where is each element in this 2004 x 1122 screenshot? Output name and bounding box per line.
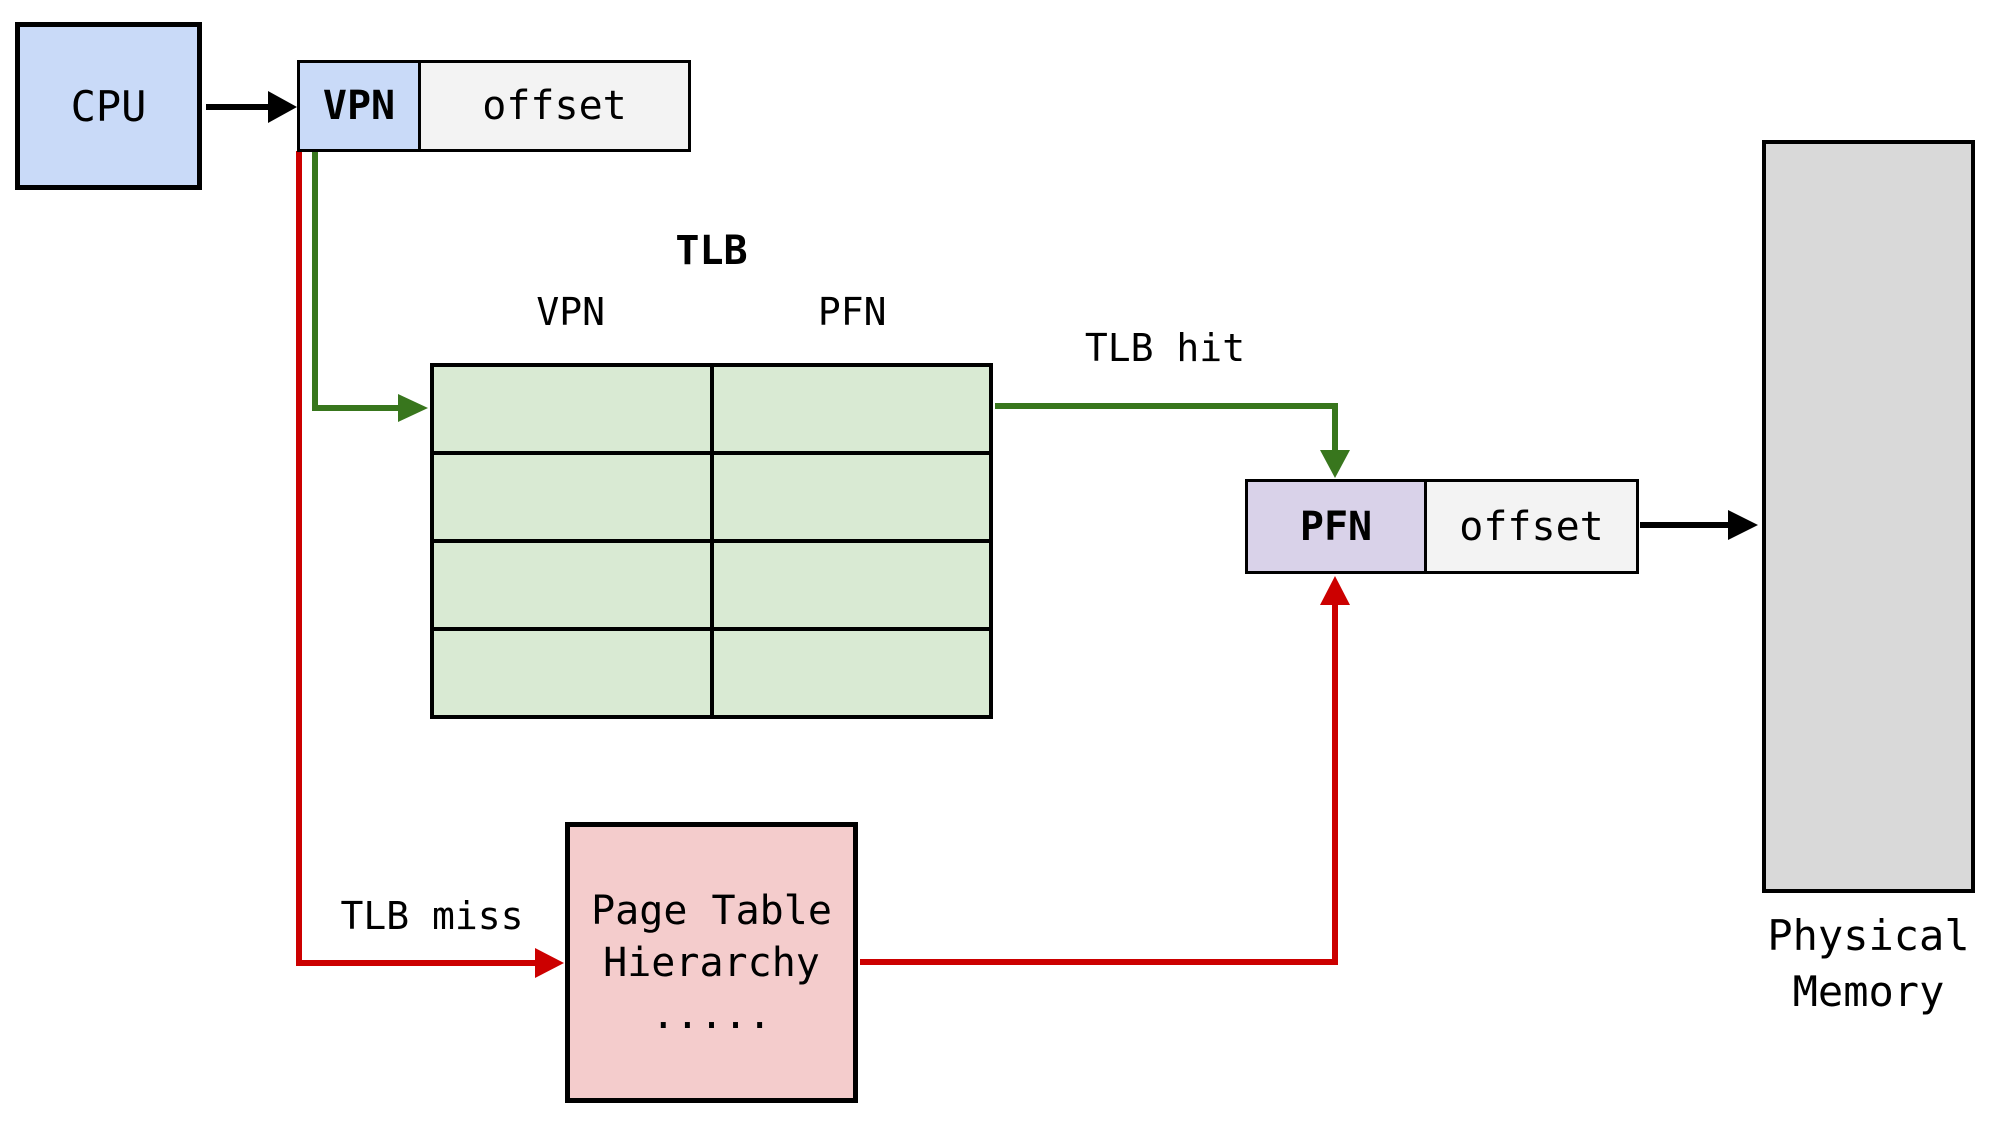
tlb-pfn-column-header: PFN bbox=[817, 290, 887, 334]
physical-address-offset-field: offset bbox=[1427, 482, 1636, 571]
physical-memory-label: Physical Memory bbox=[1682, 908, 2004, 1020]
physical-memory-label-line2: Memory bbox=[1792, 967, 1945, 1016]
physical-memory-box bbox=[1762, 140, 1975, 893]
tlb-hit-label: TLB hit bbox=[1084, 326, 1246, 370]
pfn-label: PFN bbox=[1299, 503, 1373, 550]
cpu-label: CPU bbox=[70, 81, 147, 131]
physical-offset-label: offset bbox=[1459, 503, 1604, 550]
tlb-cell-r1-c2 bbox=[713, 367, 989, 451]
virtual-address-box: VPN offset bbox=[297, 60, 691, 152]
tlb-cell-r1-c1 bbox=[434, 367, 710, 451]
tlb-table bbox=[430, 363, 993, 719]
cpu-box: CPU bbox=[15, 22, 202, 190]
page-table-hierarchy-box: Page Table Hierarchy ..... bbox=[565, 822, 858, 1103]
virtual-address-offset-field: offset bbox=[421, 63, 688, 149]
tlb-cell-r3-c2 bbox=[713, 543, 989, 627]
physical-address-box: PFN offset bbox=[1245, 479, 1639, 574]
page-table-label-dots: ..... bbox=[651, 991, 772, 1038]
offset-label: offset bbox=[482, 83, 627, 129]
tlb-title: TLB bbox=[675, 228, 748, 274]
physical-memory-label-line1: Physical bbox=[1767, 911, 1970, 960]
cpu-to-virtual-address-arrow bbox=[206, 91, 297, 123]
tlb-cell-r4-c2 bbox=[713, 631, 989, 715]
tlb-hit-arrow bbox=[995, 403, 1350, 478]
tlb-vpn-column-header: VPN bbox=[536, 290, 606, 334]
tlb-cell-r4-c1 bbox=[434, 631, 710, 715]
tlb-cell-r2-c1 bbox=[434, 455, 710, 539]
physical-address-pfn-field: PFN bbox=[1248, 482, 1427, 571]
page-table-label-line1: Page Table bbox=[591, 887, 832, 934]
tlb-cell-r3-c1 bbox=[434, 543, 710, 627]
tlb-cell-r2-c2 bbox=[713, 455, 989, 539]
tlb-column-headers: VPN PFN bbox=[430, 290, 993, 334]
page-table-label-line2: Hierarchy bbox=[603, 939, 820, 986]
virtual-address-vpn-field: VPN bbox=[300, 63, 421, 149]
vpn-to-tlb-arrow bbox=[312, 151, 428, 422]
physical-address-to-memory-arrow bbox=[1640, 510, 1758, 540]
tlb-miss-label: TLB miss bbox=[340, 894, 524, 938]
vpn-label: VPN bbox=[322, 83, 396, 129]
